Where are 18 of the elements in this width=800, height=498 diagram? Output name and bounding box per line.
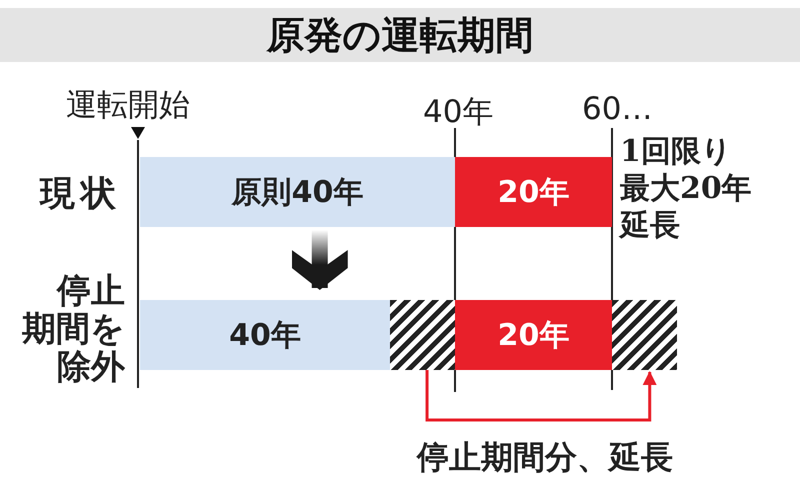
period-bar bbox=[140, 300, 390, 370]
bar-label: 20年 bbox=[498, 174, 570, 212]
row-label: 現状 bbox=[40, 173, 122, 216]
row-label: 停止期間を除外 bbox=[20, 272, 125, 386]
hatched-bar bbox=[390, 300, 455, 370]
period-bar bbox=[140, 157, 455, 227]
timeline-label: 60… bbox=[582, 91, 652, 127]
bar-label: 原則40年 bbox=[232, 174, 364, 212]
title: 原発の運転期間 bbox=[266, 12, 534, 58]
connector-arrow bbox=[426, 370, 657, 422]
bar-label: 20年 bbox=[498, 316, 570, 354]
bar-label: 40年 bbox=[229, 316, 301, 354]
hatched-bar bbox=[612, 300, 677, 370]
note-text: 1回限り最大20年延長 bbox=[620, 133, 753, 244]
timeline-label: 40年 bbox=[423, 93, 494, 132]
extension-bar bbox=[455, 300, 612, 370]
timeline-label: 運転開始 bbox=[66, 86, 190, 125]
extension-bar bbox=[455, 157, 612, 227]
